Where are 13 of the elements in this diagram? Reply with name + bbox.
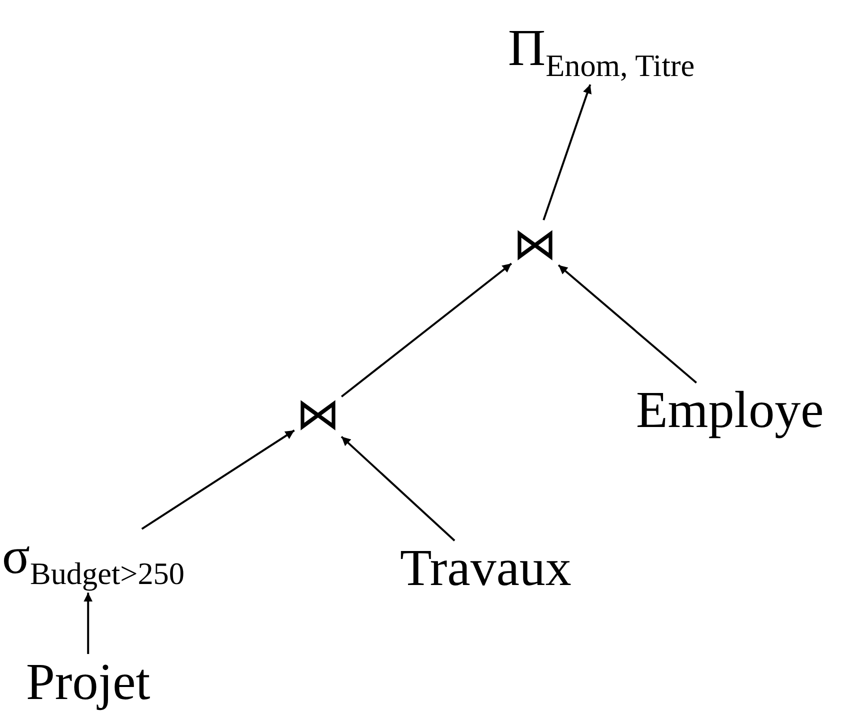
operator-label: Π$_{Enom, Titre}$: [508, 22, 695, 83]
relation-label: Travaux: [400, 542, 572, 597]
arrow: [542, 84, 592, 220]
relation-label: Projet: [26, 656, 150, 711]
join-symbol: ⋈: [513, 222, 557, 268]
relation-label: Employe: [636, 384, 824, 439]
join-symbol: ⋈: [296, 392, 340, 438]
arrow: [558, 264, 697, 384]
operator-label: σ$_{Budget>250}$: [2, 530, 184, 591]
arrow: [141, 430, 295, 530]
arrow: [340, 262, 512, 398]
arrow: [340, 436, 456, 542]
arrow: [84, 592, 93, 654]
